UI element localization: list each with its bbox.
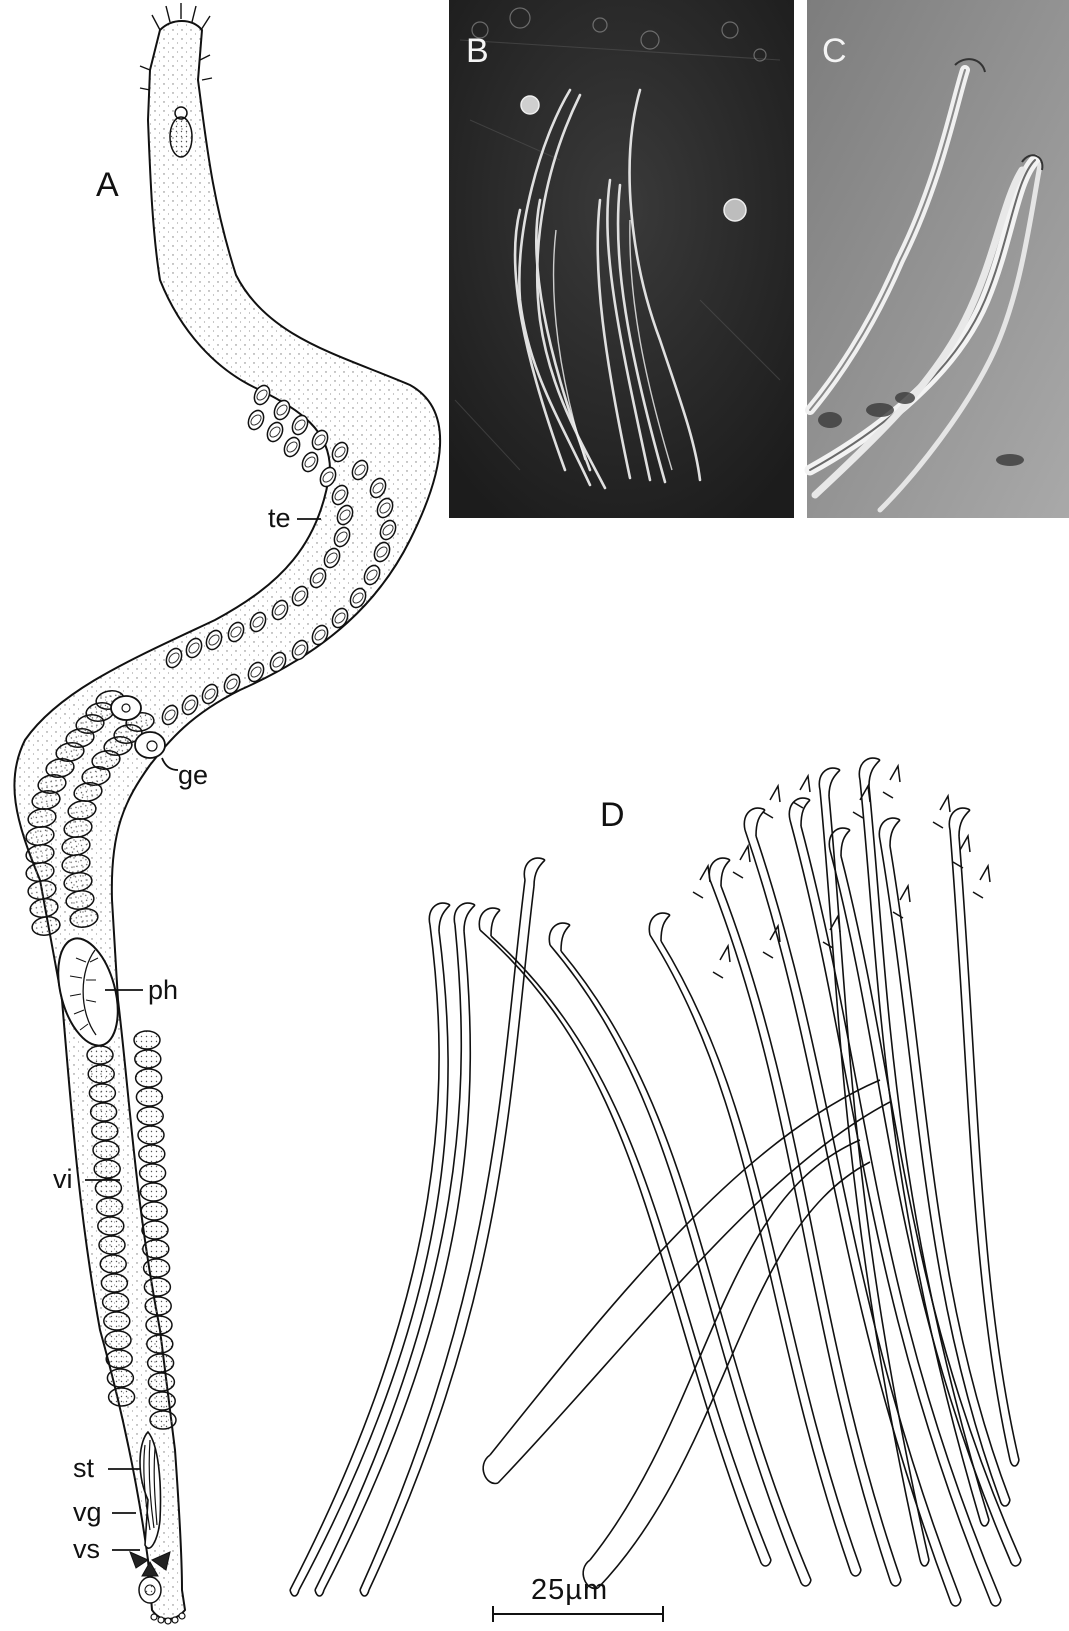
- label-vs: vs: [73, 1534, 100, 1564]
- stylet: [859, 758, 989, 1526]
- stylet: [549, 923, 811, 1586]
- vitellarium-follicle: [88, 1065, 114, 1083]
- vitellarium-follicle: [136, 1069, 162, 1087]
- stylet-bundle: [290, 758, 1021, 1606]
- vitellarium-follicle: [98, 1217, 124, 1235]
- stylet: [315, 903, 475, 1596]
- vitellarium-follicle: [142, 1221, 168, 1239]
- vitellarium-follicle: [146, 1316, 172, 1334]
- panel-label-a: A: [96, 166, 119, 204]
- vitellarium-follicle: [97, 1198, 123, 1216]
- vitellarium-follicle: [105, 1331, 131, 1349]
- testis-follicle: [245, 408, 266, 432]
- vitellarium-follicle: [143, 1240, 169, 1258]
- testis-follicle: [281, 435, 302, 459]
- label-vg: vg: [73, 1497, 102, 1527]
- panel-label-b: B: [466, 32, 489, 70]
- label-vi: vi: [53, 1164, 73, 1194]
- vitellarium-follicle: [107, 1369, 133, 1387]
- stylet: [829, 828, 1021, 1566]
- vitellarium-follicle: [87, 1046, 113, 1064]
- vitellarium-follicle: [100, 1255, 126, 1273]
- vitellarium-follicle: [138, 1126, 164, 1144]
- vitellarium-follicle: [147, 1335, 173, 1353]
- vitellarium-follicle: [149, 1392, 175, 1410]
- scale-bar-label: 25µm: [531, 1574, 608, 1606]
- stylet: [479, 908, 771, 1566]
- vitellarium-follicle: [140, 1164, 166, 1182]
- vitellarium-follicle: [106, 1350, 132, 1368]
- stylet: [649, 913, 861, 1576]
- testis-follicle: [299, 450, 320, 474]
- stylet: [360, 858, 545, 1596]
- vitellarium-follicle: [104, 1312, 130, 1330]
- label-st: st: [73, 1453, 95, 1483]
- vitellarium-follicle: [99, 1236, 125, 1254]
- scale-bar: [493, 1606, 663, 1622]
- panel-label-d: D: [600, 796, 625, 834]
- panel-a-worm-drawing: A te ge ph vi st vg vs: [14, 3, 440, 1624]
- stylet-shaft: [483, 1080, 890, 1483]
- vitellarium-follicle: [139, 1145, 165, 1163]
- vitellarium-follicle: [140, 1183, 166, 1201]
- label-ph: ph: [148, 975, 178, 1005]
- vitellarium-follicle: [134, 1031, 160, 1049]
- vitellarium-follicle: [103, 1293, 129, 1311]
- vitellarium-follicle: [137, 1107, 163, 1125]
- vitellarium-follicle: [148, 1373, 174, 1391]
- vitellarium-follicle: [92, 1122, 118, 1140]
- vitellarium-follicle: [150, 1411, 176, 1429]
- vitellarium-follicle: [145, 1297, 171, 1315]
- vitellarium-follicle: [135, 1050, 161, 1068]
- vitellarium-follicle: [148, 1354, 174, 1372]
- vitellarium-follicle: [91, 1103, 117, 1121]
- vitellarium-follicle: [144, 1278, 170, 1296]
- vitellarium-follicle: [101, 1274, 127, 1292]
- vitellarium-follicle: [93, 1141, 119, 1159]
- panel-c-micrograph: C: [807, 0, 1069, 518]
- label-ge: ge: [178, 760, 208, 790]
- vitellarium-follicle: [94, 1160, 120, 1178]
- vitellarium-follicle: [141, 1202, 167, 1220]
- vitellarium-follicle: [89, 1084, 115, 1102]
- vitellarium-follicle: [144, 1259, 170, 1277]
- panel-b-micrograph: B: [449, 0, 794, 518]
- vitellarium-follicle: [95, 1179, 121, 1197]
- testis-follicle: [264, 420, 285, 444]
- stylet: [819, 768, 929, 1566]
- panel-d-stylet-drawing: D 25µm: [290, 758, 1021, 1622]
- label-te: te: [268, 503, 291, 533]
- panel-label-c: C: [822, 32, 847, 70]
- vitellarium-follicle: [109, 1388, 135, 1406]
- vitellarium-follicle: [136, 1088, 162, 1106]
